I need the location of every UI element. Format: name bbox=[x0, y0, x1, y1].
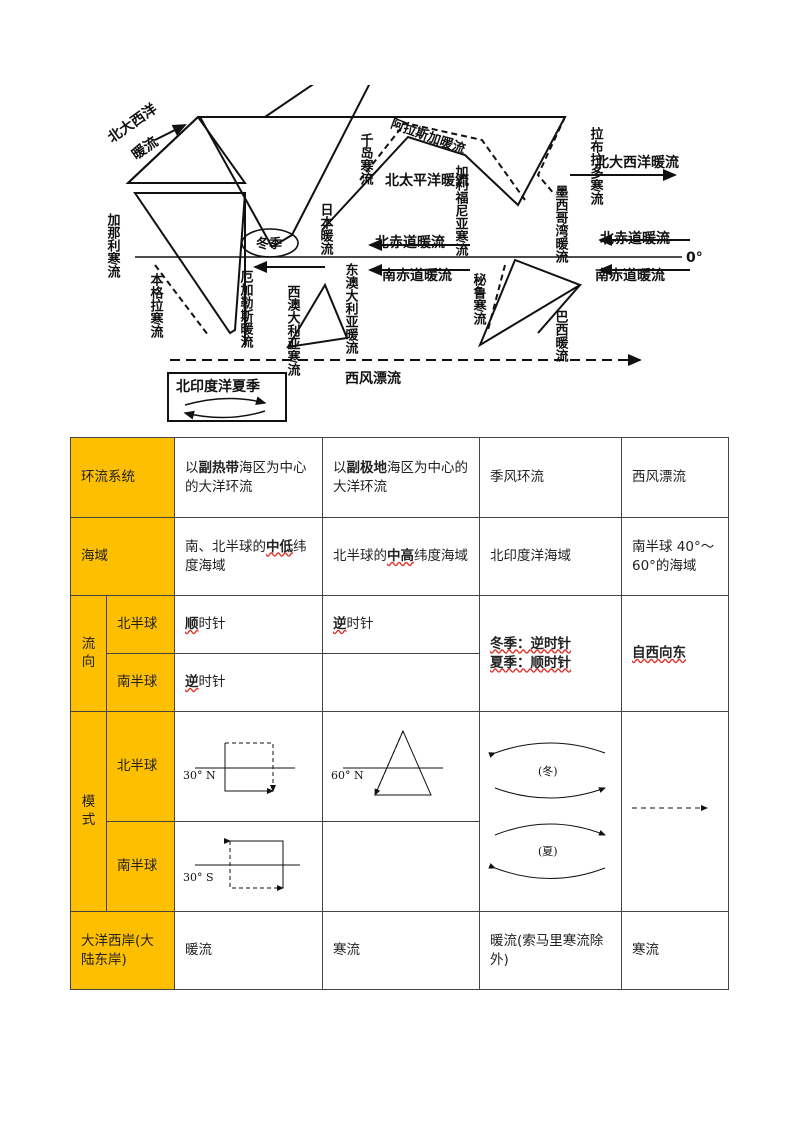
svg-text:(冬): (冬) bbox=[538, 764, 558, 778]
benguela-current-line bbox=[154, 264, 209, 336]
flow-direction-header: 流向 bbox=[70, 595, 107, 712]
monsoon-direction-cell: 冬季：逆时针 夏季：顺时针 bbox=[478, 595, 622, 712]
north-pacific-gyre bbox=[198, 116, 567, 231]
monsoon-model-cell: (冬) (夏) bbox=[478, 711, 622, 912]
subtropical-coast-cell: 暖流 bbox=[173, 911, 323, 990]
north-atlantic-triangle bbox=[125, 115, 247, 184]
westerly-coast-cell: 寒流 bbox=[620, 911, 730, 990]
subtropical-north-model: 30° N bbox=[173, 711, 323, 822]
row-circulation-system: 环流系统 以副热带海区为中心的大洋环流 以副极地海区为中心的大洋环流 季风环流 … bbox=[70, 437, 730, 518]
row-direction-north: 流向 北半球 顺时针 逆时针 冬季：逆时针 夏季：顺时针 自西向东 bbox=[70, 595, 730, 712]
labrador-label: 拉布拉多寒流 bbox=[588, 126, 605, 206]
row-model-south: 南半球 30° S bbox=[71, 821, 729, 912]
summer-loop-top bbox=[184, 396, 267, 406]
model-south-hemisphere: 南半球 bbox=[105, 821, 175, 912]
south-pacific-triangle bbox=[477, 258, 583, 348]
alaska-label: 阿拉斯加暖流 bbox=[389, 116, 468, 158]
westerly-direction-cell: 自西向东 bbox=[620, 595, 730, 712]
south-equatorial-right-label: 南赤道暖流 bbox=[595, 267, 665, 284]
monsoon-coast-cell: 暖流(索马里寒流除外) bbox=[478, 911, 622, 990]
subtropical-gyre-cell: 以副热带海区为中心的大洋环流 bbox=[173, 437, 323, 518]
north-pacific-arc bbox=[359, 121, 526, 201]
direction-north-hemisphere: 北半球 bbox=[105, 595, 175, 654]
benguela-label: 本格拉寒流 bbox=[148, 272, 165, 339]
row-west-coast: 大洋西岸(大陆东岸) 暖流 寒流 暖流(索马里寒流除外) 寒流 bbox=[70, 911, 730, 990]
east-australia-label: 东澳大利亚暖流 bbox=[343, 262, 359, 355]
sea-area-header: 海域 bbox=[70, 517, 175, 596]
subpolar-south-model-empty bbox=[321, 821, 480, 912]
north-atlantic-left-arrow bbox=[154, 124, 187, 141]
winter-monsoon-loop bbox=[241, 228, 299, 258]
westerly-area-cell: 南半球 40°～60°的海域 bbox=[620, 517, 730, 596]
svg-text:(夏): (夏) bbox=[538, 845, 558, 858]
gulf-stream-label: 墨西哥湾暖流 bbox=[553, 185, 569, 264]
west-wind-drift-cell: 西风漂流 bbox=[620, 437, 730, 518]
svg-text:30° S: 30° S bbox=[183, 871, 214, 884]
subpolar-north-model: 60° N bbox=[321, 711, 480, 822]
subpolar-area-cell: 北半球的中高纬度海域 bbox=[321, 517, 480, 596]
subpolar-coast-cell: 寒流 bbox=[321, 911, 480, 990]
brazil-label: 巴西暖流 bbox=[553, 310, 569, 363]
north-atlantic-drift-bottom-label: 暖流 bbox=[129, 133, 162, 163]
north-atlantic-drift-label: 北大西洋暖流 bbox=[595, 154, 679, 171]
canary-label: 加那利寒流 bbox=[105, 213, 122, 279]
peru-label: 秘鲁寒流 bbox=[471, 272, 488, 326]
north-equatorial-left-label: 北赤道暖流 bbox=[375, 234, 445, 251]
row-model-north: 模式 北半球 30° N 60° N (冬) bbox=[70, 711, 730, 912]
equator-label: 0° bbox=[686, 250, 703, 266]
summer-loop-bottom bbox=[183, 410, 266, 420]
south-atlantic-triangle bbox=[133, 192, 247, 335]
monsoon-area-cell: 北印度洋海域 bbox=[478, 517, 622, 596]
subpolar-north-direction: 逆时针 bbox=[321, 595, 480, 654]
north-atlantic-gyre bbox=[127, 85, 371, 249]
row-sea-area: 海域 南、北半球的中低纬度海域 北半球的中高纬度海域 北印度洋海域 南半球 40… bbox=[70, 517, 730, 596]
south-equatorial-left-label: 南赤道暖流 bbox=[382, 267, 452, 284]
kuroshio-label: 日本暖流 bbox=[318, 203, 334, 256]
subtropical-south-model: 30° S bbox=[173, 821, 323, 912]
winter-label: 冬季 bbox=[256, 236, 282, 252]
north-pacific-label: 北太平洋暖流 bbox=[385, 172, 469, 189]
westerly-model-cell bbox=[620, 711, 730, 912]
row-direction-south: 南半球 逆时针 bbox=[71, 653, 729, 712]
subtropical-south-direction: 逆时针 bbox=[173, 653, 323, 712]
subpolar-south-direction-empty bbox=[321, 653, 480, 712]
ocean-circulation-table: 环流系统 以副热带海区为中心的大洋环流 以副极地海区为中心的大洋环流 季风环流 … bbox=[70, 437, 730, 990]
brazil-current-line bbox=[537, 284, 581, 334]
subtropical-north-direction: 顺时针 bbox=[173, 595, 323, 654]
labrador-current-line bbox=[536, 116, 566, 196]
svg-text:30° N: 30° N bbox=[183, 769, 216, 782]
west-wind-drift-label: 西风漂流 bbox=[345, 370, 401, 387]
circulation-system-header: 环流系统 bbox=[70, 437, 175, 518]
monsoon-circulation-cell: 季风环流 bbox=[478, 437, 622, 518]
model-north-hemisphere: 北半球 bbox=[105, 711, 175, 822]
direction-south-hemisphere: 南半球 bbox=[105, 653, 175, 712]
model-header: 模式 bbox=[70, 711, 107, 912]
peru-current-line bbox=[487, 264, 506, 331]
subtropical-area-cell: 南、北半球的中低纬度海域 bbox=[173, 517, 323, 596]
north-indian-summer-label: 北印度洋夏季 bbox=[176, 378, 260, 395]
north-equatorial-right-label: 北赤道暖流 bbox=[600, 230, 670, 247]
ocean-current-diagram: 0° 北大西洋 暖流 加那利寒流 本格拉寒流 冬季 厄加勒斯暖流 西澳大利亚寒流… bbox=[105, 85, 703, 422]
indian-ocean-triangle bbox=[286, 282, 349, 349]
subpolar-gyre-cell: 以副极地海区为中心的大洋环流 bbox=[321, 437, 480, 518]
california-label: 加利福尼亚寒流 bbox=[453, 165, 470, 257]
oyashio-label: 千岛寒流 bbox=[358, 132, 375, 186]
west-coast-header: 大洋西岸(大陆东岸) bbox=[70, 911, 175, 990]
svg-text:60° N: 60° N bbox=[331, 769, 364, 782]
agulhas-label: 厄加勒斯暖流 bbox=[238, 270, 255, 349]
west-australia-label: 西澳大利亚寒流 bbox=[285, 285, 302, 377]
